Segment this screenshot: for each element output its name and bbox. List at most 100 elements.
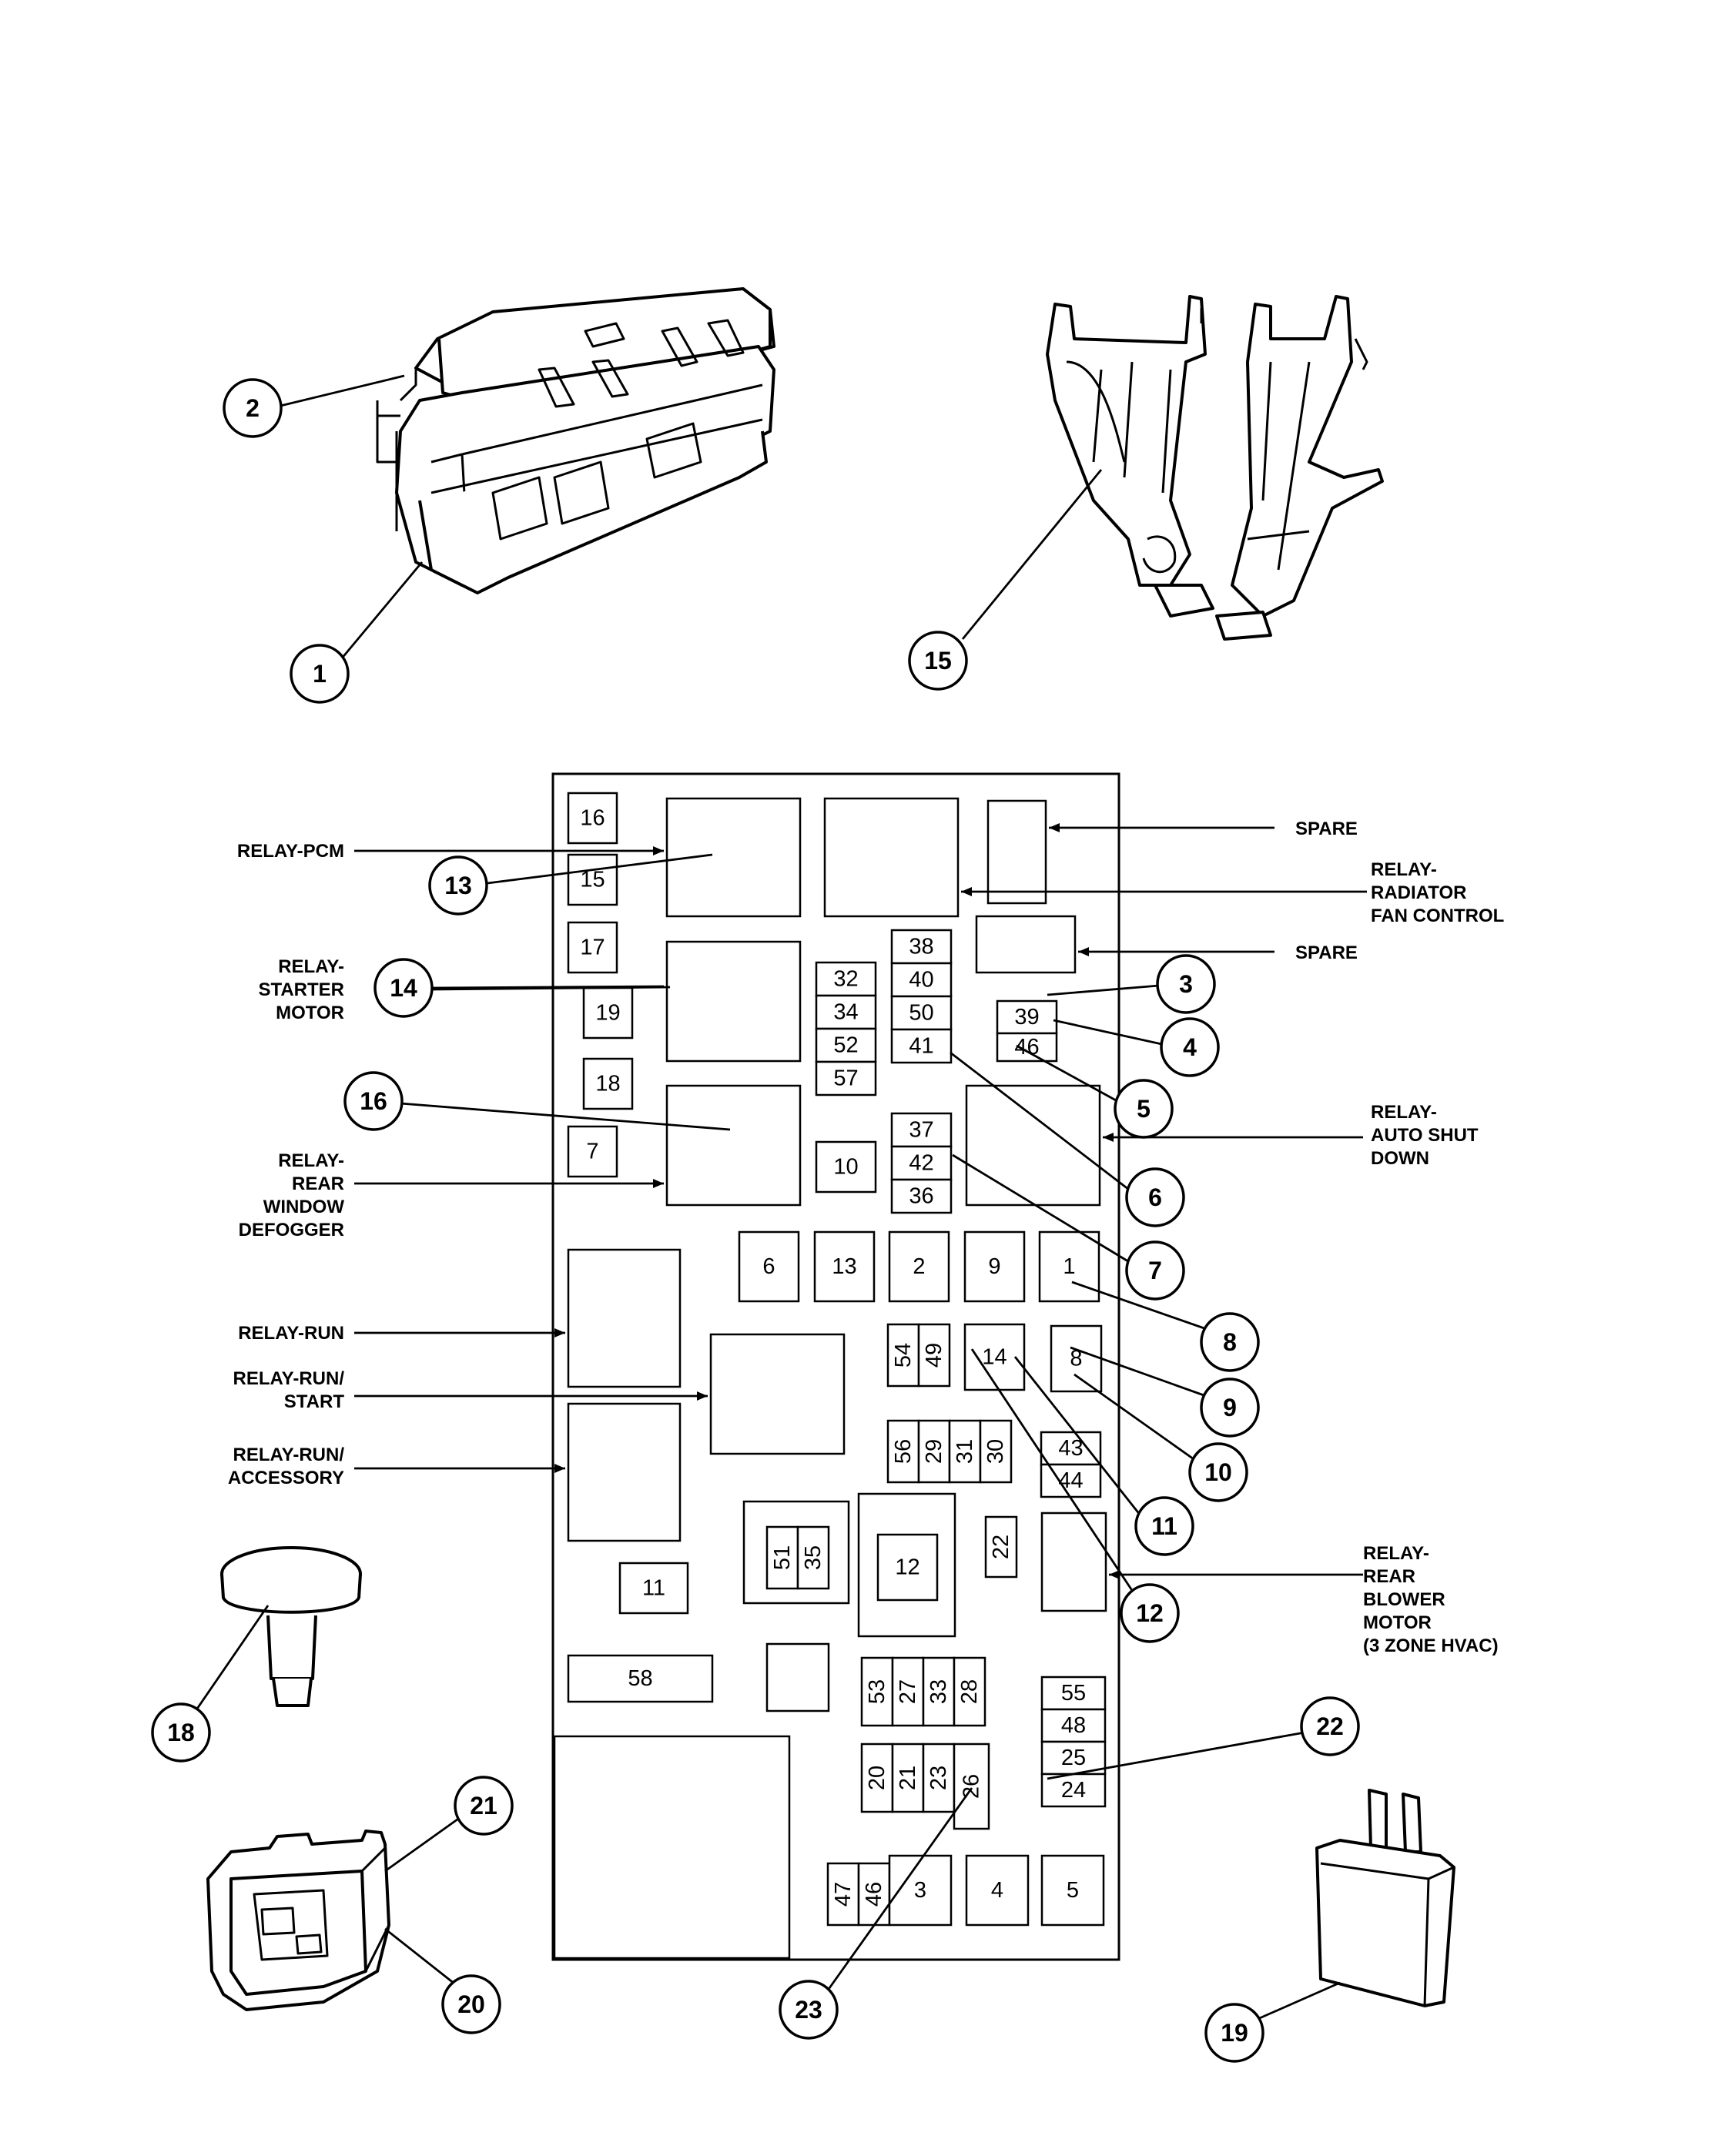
label-relay-blower-3: BLOWER xyxy=(1363,1589,1445,1610)
relay-label-texts: RELAY-PCM RELAY- STARTER MOTOR RELAY- RE… xyxy=(228,819,1504,1656)
fuse-cell xyxy=(890,929,953,965)
fuse-cell xyxy=(948,1419,982,1484)
fuse-4: 4 xyxy=(965,1854,1030,1927)
label-relay-asd-2: AUTO SHUT xyxy=(1371,1125,1479,1146)
fuse-52: 52 xyxy=(815,1027,877,1063)
fuse-53: 53 xyxy=(860,1656,894,1727)
callout-5: 5 xyxy=(1114,1079,1174,1139)
callout-6: 6 xyxy=(1125,1167,1185,1227)
fuse-number: 43 xyxy=(1058,1436,1083,1461)
fuse-number: 39 xyxy=(1014,1005,1039,1029)
callout-22: 22 xyxy=(1300,1696,1360,1756)
callout-21: 21 xyxy=(454,1776,514,1836)
fuse-cell xyxy=(886,1323,920,1388)
fuse-number: 56 xyxy=(891,1439,916,1464)
fuse-34: 34 xyxy=(815,994,877,1030)
relay-small-blank xyxy=(765,1642,830,1712)
fuse-49: 49 xyxy=(917,1323,951,1388)
fuse-56: 56 xyxy=(886,1419,920,1484)
fuse-number: 34 xyxy=(833,1000,858,1025)
relay-run-accessory xyxy=(567,1402,682,1542)
callout-number: 8 xyxy=(1223,1328,1237,1356)
relay-run-start xyxy=(709,1333,846,1455)
fuse-number: 35 xyxy=(801,1545,826,1570)
fuse-cell xyxy=(860,1743,894,1813)
fuse-32: 32 xyxy=(815,961,877,997)
fuse-cell xyxy=(815,961,877,997)
spare-relay-mid xyxy=(975,915,1077,974)
label-relay-run-start-1: RELAY-RUN/ xyxy=(233,1368,345,1389)
fuse-cell xyxy=(996,1032,1058,1063)
fuse-42: 42 xyxy=(890,1145,953,1181)
fuse-cell xyxy=(582,1057,634,1110)
fuse-cell xyxy=(567,792,618,845)
fuse-number: 57 xyxy=(833,1066,858,1091)
callout-number: 6 xyxy=(1148,1183,1162,1211)
fuse-39: 39 xyxy=(996,999,1058,1035)
callout-18: 18 xyxy=(151,1702,211,1763)
relay-rear-defogger xyxy=(665,1084,802,1207)
label-relay-starter-3: MOTOR xyxy=(276,1003,344,1023)
label-relay-run-start-2: START xyxy=(284,1391,345,1412)
fuse-44: 44 xyxy=(1040,1463,1102,1498)
label-relay-blower-1: RELAY- xyxy=(1363,1543,1429,1564)
fuse-46: 46 xyxy=(996,1032,1058,1063)
fuse-number: 8 xyxy=(1070,1347,1082,1371)
callout-number: 10 xyxy=(1204,1458,1232,1486)
fuse-19: 19 xyxy=(582,986,634,1040)
fuse-40: 40 xyxy=(890,962,953,998)
fuse-cell xyxy=(922,1743,956,1813)
callout-number: 2 xyxy=(246,394,260,422)
fuse-26: 26 xyxy=(953,1743,990,1830)
fuse-20: 20 xyxy=(860,1743,894,1813)
fuse-cell xyxy=(891,1656,925,1727)
callout-number: 12 xyxy=(1136,1599,1164,1627)
fuse-number: 22 xyxy=(989,1535,1013,1559)
fuse-number: 37 xyxy=(909,1118,933,1143)
fuse-number: 30 xyxy=(983,1439,1008,1464)
fuse-cell xyxy=(1038,1230,1100,1303)
fuse-28: 28 xyxy=(953,1656,986,1727)
fuse-number: 50 xyxy=(909,1001,933,1026)
callout-19: 19 xyxy=(1204,2003,1264,2063)
fuse-cell xyxy=(890,1028,953,1064)
fuse-16: 16 xyxy=(567,792,618,845)
fuse-number: 25 xyxy=(1061,1746,1086,1770)
callout-number: 11 xyxy=(1151,1512,1177,1540)
callout-1: 1 xyxy=(290,644,350,704)
fuse-54: 54 xyxy=(886,1323,920,1388)
fuse-number: 44 xyxy=(1058,1468,1083,1493)
fuse-number: 14 xyxy=(982,1345,1007,1370)
relay-run xyxy=(567,1248,682,1388)
callout-number: 4 xyxy=(1183,1033,1197,1061)
fuse-cell xyxy=(984,1515,1018,1578)
fuse-21: 21 xyxy=(891,1743,925,1813)
fuse-30: 30 xyxy=(979,1419,1013,1484)
fuse-10: 10 xyxy=(815,1140,877,1194)
fuse-17: 17 xyxy=(567,921,618,974)
fuse-cell xyxy=(567,853,618,906)
fuse-cell xyxy=(567,1125,618,1178)
fuse-number: 36 xyxy=(909,1184,933,1209)
fuse-cell xyxy=(1040,1708,1107,1743)
label-spare-mid: SPARE xyxy=(1295,942,1358,963)
fuse-7: 7 xyxy=(567,1125,618,1178)
fuse-number: 49 xyxy=(922,1343,946,1368)
label-relay-pcm: RELAY-PCM xyxy=(237,841,344,862)
callout-7: 7 xyxy=(1125,1240,1185,1301)
fuse-11: 11 xyxy=(618,1562,689,1615)
fuse-number: 19 xyxy=(595,1001,620,1026)
fuse-number: 10 xyxy=(833,1155,858,1180)
label-relay-starter-2: STARTER xyxy=(258,979,344,1000)
fuse-36: 36 xyxy=(890,1178,953,1214)
fuse-number: 31 xyxy=(953,1439,977,1464)
fuse-cell xyxy=(890,962,953,998)
fuse-2: 2 xyxy=(888,1230,950,1303)
fuse-cell xyxy=(890,1145,953,1181)
pdc-housing-illustration xyxy=(376,287,775,594)
fuse-cell xyxy=(890,1178,953,1214)
fuse-cell xyxy=(876,1533,939,1602)
fuse-number: 13 xyxy=(832,1254,856,1279)
fuse-cell xyxy=(765,1525,799,1590)
